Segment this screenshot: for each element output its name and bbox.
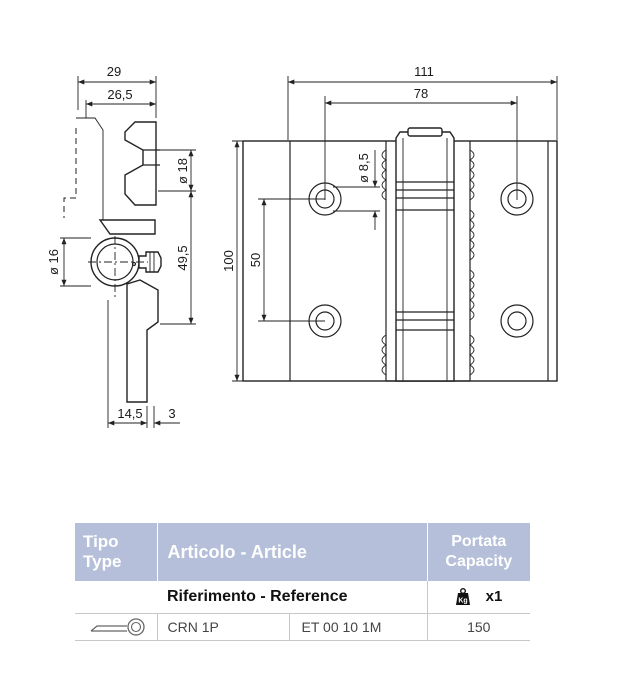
side-arm bbox=[98, 219, 156, 235]
dim-total-height: 100 bbox=[221, 250, 236, 272]
dim-screw-hole: ø 8,5 bbox=[356, 153, 371, 183]
svg-text:Kg: Kg bbox=[459, 597, 468, 604]
table-row: CRN 1P ET 00 10 1M 150 bbox=[75, 613, 531, 641]
side-lower-leaf bbox=[126, 279, 159, 403]
reference-cell: ET 00 10 1M bbox=[288, 613, 428, 641]
side-mounting-block bbox=[124, 121, 157, 206]
dim-leaf-width: 14,5 bbox=[117, 406, 142, 421]
screw-hole bbox=[500, 304, 534, 338]
dim-hole-spacing-v: 50 bbox=[248, 253, 263, 267]
dim-pin-offset: 49,5 bbox=[175, 245, 190, 270]
weight-icon: Kg bbox=[456, 587, 471, 605]
side-hole-lines bbox=[143, 149, 160, 166]
article-cell: CRN 1P bbox=[156, 613, 289, 641]
header-capacity: Portata Capacity bbox=[426, 523, 531, 581]
front-barrel bbox=[395, 131, 455, 382]
dim-width-total: 29 bbox=[107, 64, 121, 79]
weld-bead bbox=[381, 149, 475, 376]
capacity-multiplier: x1 bbox=[485, 588, 503, 606]
header-article: Articolo - Article bbox=[156, 523, 428, 581]
reference-row: Riferimento - Reference Kg x1 bbox=[75, 581, 531, 614]
front-barrel-cap bbox=[407, 127, 443, 137]
side-view: 29 26,5 ø 18 ø 16 49,5 14,5 3 bbox=[46, 64, 196, 428]
technical-drawing: 29 26,5 ø 18 ø 16 49,5 14,5 3 bbox=[46, 64, 558, 428]
side-upper-leaf-edge bbox=[76, 117, 104, 220]
hinge-type-icon bbox=[90, 618, 145, 636]
side-hidden-profile bbox=[63, 128, 77, 218]
dim-leaf-thickness: 3 bbox=[168, 406, 175, 421]
dim-width-inner: 26,5 bbox=[107, 87, 132, 102]
dim-hole-spacing-h: 78 bbox=[414, 86, 428, 101]
table-header-row: Tipo Type Articolo - Article Portata Cap… bbox=[75, 523, 531, 581]
side-pin-center bbox=[131, 261, 137, 267]
dim-hole-diameter: ø 18 bbox=[175, 158, 190, 184]
front-view: 111 78 ø 8,5 50 100 bbox=[221, 64, 558, 382]
reference-label: Riferimento - Reference bbox=[157, 581, 428, 614]
dim-total-width: 111 bbox=[414, 64, 434, 79]
capacity-cell: 150 bbox=[426, 613, 531, 641]
type-cell bbox=[75, 613, 157, 641]
dim-pin-diameter: ø 16 bbox=[46, 249, 61, 275]
capacity-unit: Kg x1 bbox=[426, 581, 531, 614]
header-type: Tipo Type bbox=[75, 523, 157, 581]
spec-table: Tipo Type Articolo - Article Portata Cap… bbox=[75, 523, 531, 641]
